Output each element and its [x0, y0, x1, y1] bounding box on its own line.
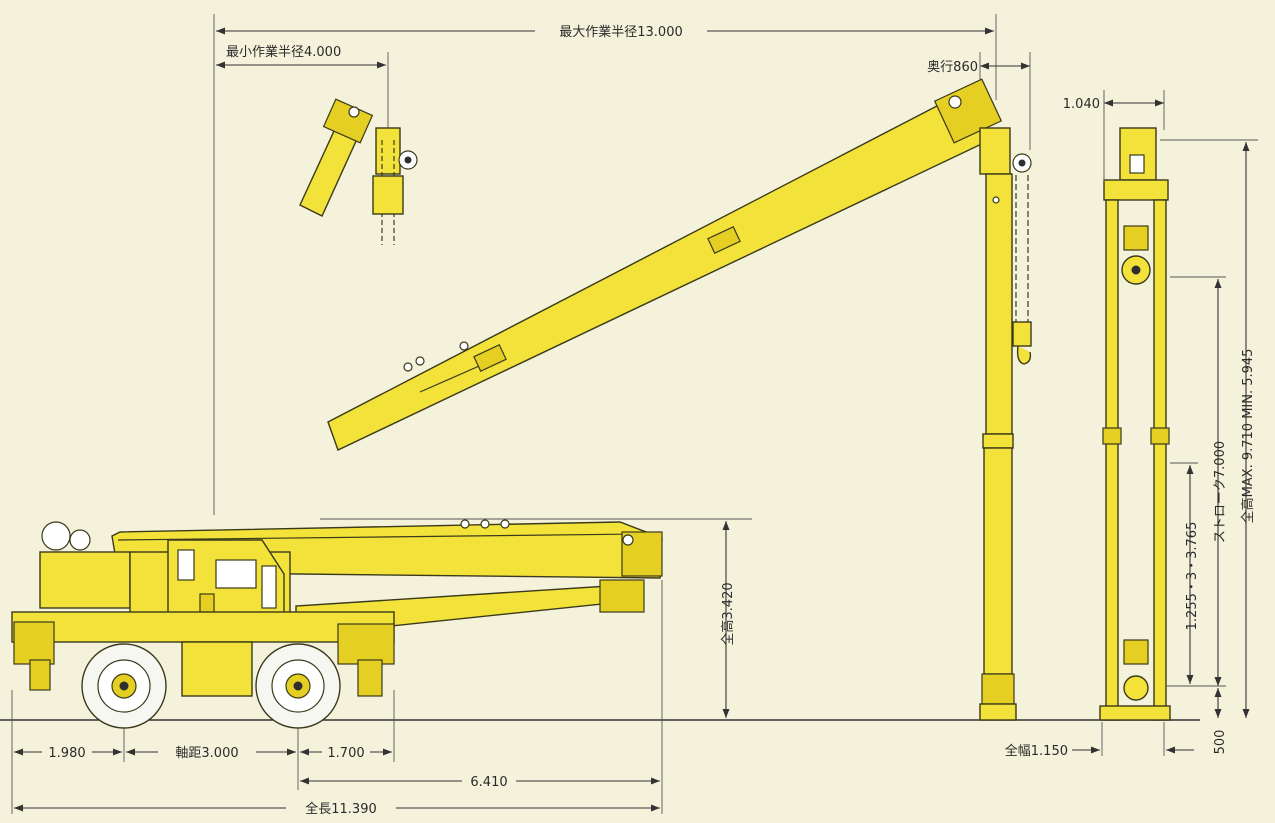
boom-length-label: 6.410 — [470, 775, 507, 790]
rear-wheel — [255, 643, 341, 729]
width-top-label: 1.040 — [1063, 97, 1100, 112]
stroke-label: ストローク7.000 — [1213, 441, 1228, 543]
overall-width-label: 全幅1.150 — [1005, 743, 1068, 759]
crane-truck-side — [11, 519, 663, 729]
front-overhang-label: 1.980 — [48, 746, 85, 761]
height-total-label: 全高MAX. 9.710 MIN. 5.945 — [1240, 349, 1256, 524]
depth-label: 奥行860 — [927, 60, 978, 75]
max-radius-label: 最大作業半径13.000 — [559, 24, 683, 40]
min-radius-boom-tip-inset — [299, 98, 418, 245]
stage-lengths-label: 1.255・3・3.765 — [1185, 522, 1200, 631]
vertical-mast-side — [979, 173, 1017, 721]
ground-clearance-label: 500 — [1213, 730, 1228, 755]
overall-length-label: 全長11.390 — [305, 801, 377, 817]
wheelbase-label: 軸距3.000 — [175, 746, 238, 761]
extended-boom — [327, 78, 1003, 451]
front-view-mast — [1099, 127, 1171, 721]
front-wheel — [81, 643, 167, 729]
rear-overhang-label: 1.700 — [327, 746, 364, 761]
boom-tip-hook — [979, 127, 1032, 365]
min-radius-label: 最小作業半径4.000 — [226, 44, 341, 60]
vehicle-height-label: 全高3.420 — [720, 582, 736, 645]
